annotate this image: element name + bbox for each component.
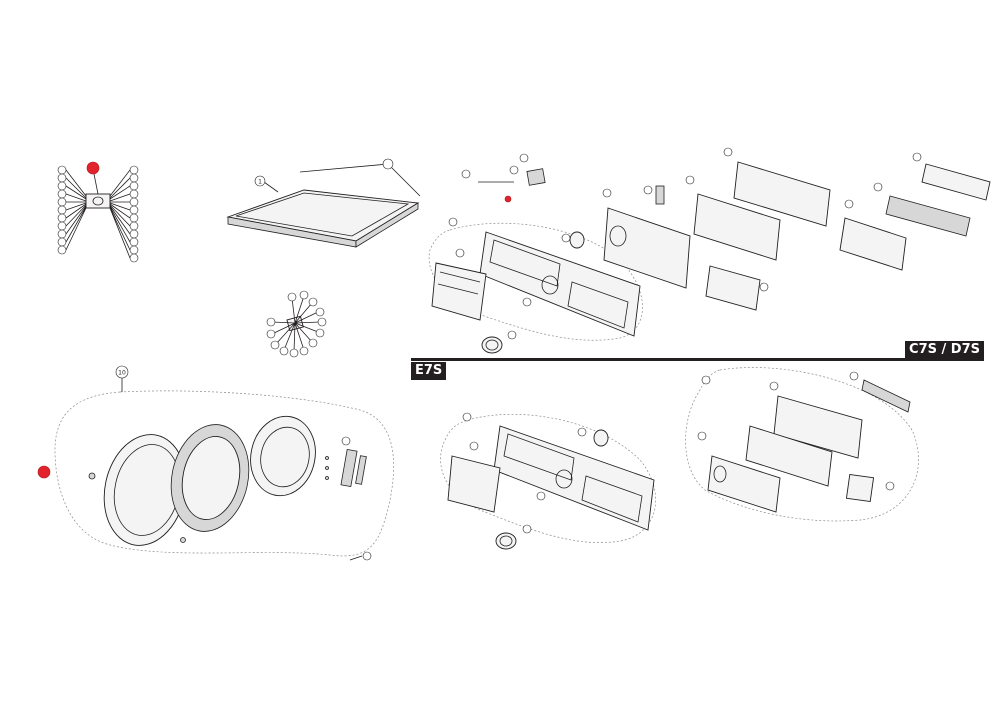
e7s-control-panel-group: [440, 367, 919, 550]
callout-door-assembly: 10: [118, 370, 126, 377]
small-parts-cluster: [266, 290, 327, 358]
highlight-dot-label: [86, 161, 100, 175]
label-sticker-group: [57, 161, 139, 263]
highlight-dot-sensor: [504, 195, 512, 203]
top-lid-group: 1: [226, 158, 421, 248]
section-label-e7s: E7S: [411, 362, 447, 380]
callout-top-lid: 1: [258, 179, 262, 186]
section-label-c7s-d7s: C7S / D7S: [905, 341, 984, 359]
highlight-dot-door: [37, 465, 51, 479]
door-assembly-group: 10: [37, 365, 395, 561]
section-divider-line: [411, 358, 984, 361]
c7s-control-panel-group: [428, 147, 991, 354]
